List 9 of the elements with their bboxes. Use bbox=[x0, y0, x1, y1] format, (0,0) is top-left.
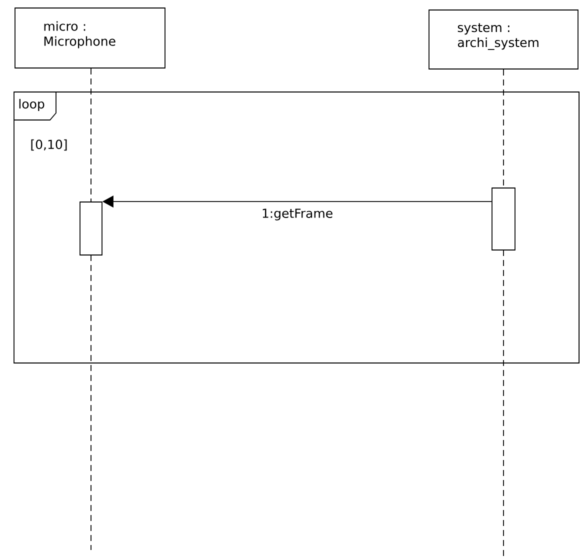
lifeline-head: system : archi_system bbox=[428, 10, 578, 70]
lifeline bbox=[503, 69, 504, 188]
message-label: 1:getFrame bbox=[260, 208, 334, 222]
lifeline-head: micro : Microphone bbox=[14, 8, 166, 68]
lifeline bbox=[90, 68, 92, 202]
activation-bar bbox=[492, 188, 516, 250]
activation-bar bbox=[80, 202, 102, 256]
guard-condition: [0,10] bbox=[31, 139, 67, 151]
frame-tab: loop bbox=[14, 92, 56, 120]
